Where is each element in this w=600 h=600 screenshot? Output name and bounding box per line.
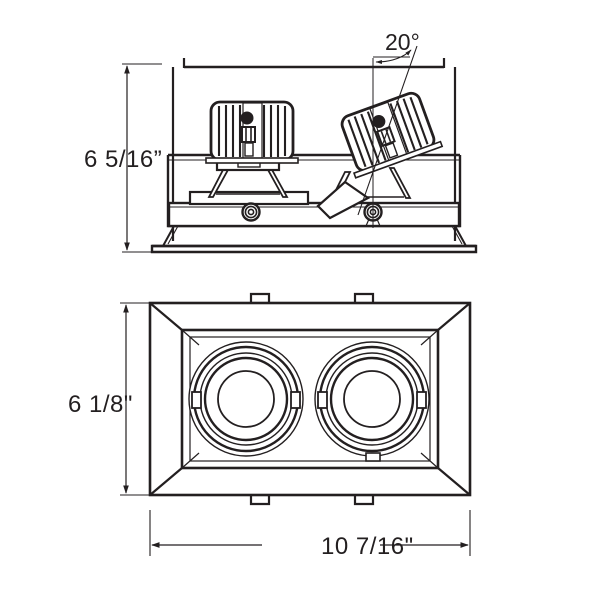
mounting-tab-bottom-left xyxy=(249,495,271,506)
heat-sink-fins-left xyxy=(217,105,287,157)
height-dimension-label: 6 5/16” xyxy=(84,146,162,173)
lamp-body-left xyxy=(209,100,295,162)
aperture-left xyxy=(188,341,304,457)
mounting-tab-top-right xyxy=(353,292,375,303)
trim-bevel-lines xyxy=(149,302,471,496)
mounting-tab-bottom-right xyxy=(353,495,375,506)
aperture-right xyxy=(314,341,430,462)
height-dimension xyxy=(122,63,162,253)
plan-view xyxy=(120,292,472,556)
width-dimension-label: 10 7/16" xyxy=(321,533,414,560)
side-elevation-view xyxy=(122,45,478,254)
tilt-axis-line xyxy=(357,45,418,216)
trunnion-right-a xyxy=(317,391,328,409)
mounting-tabs-top xyxy=(249,292,375,303)
trim-flange xyxy=(150,225,478,254)
mounting-rail xyxy=(167,190,461,228)
lamp-head-left xyxy=(205,100,299,198)
heat-sink-fins-right xyxy=(347,96,429,168)
width-dimension xyxy=(149,510,471,556)
depth-dimension-label: 6 1/8" xyxy=(68,391,133,418)
pivot-bolt-left xyxy=(241,202,261,222)
depth-dimension xyxy=(120,302,160,496)
spill-shield xyxy=(316,180,371,220)
lamp-head-right xyxy=(316,91,444,220)
trunnion-left-a xyxy=(191,391,202,409)
angle-dimension xyxy=(373,49,412,64)
tilt-angle-label: 20° xyxy=(385,29,420,55)
lamp-body-right xyxy=(340,91,444,179)
mounting-tabs-bottom xyxy=(249,495,375,506)
mounting-tab-top-left xyxy=(249,292,271,303)
trunnion-right-b xyxy=(416,391,427,409)
angle-reference-lines xyxy=(357,45,418,228)
aperture-right-latch xyxy=(365,452,381,462)
trunnion-left-b xyxy=(290,391,301,409)
housing-top-rail xyxy=(182,58,446,69)
inner-bevel-lines xyxy=(181,329,439,469)
